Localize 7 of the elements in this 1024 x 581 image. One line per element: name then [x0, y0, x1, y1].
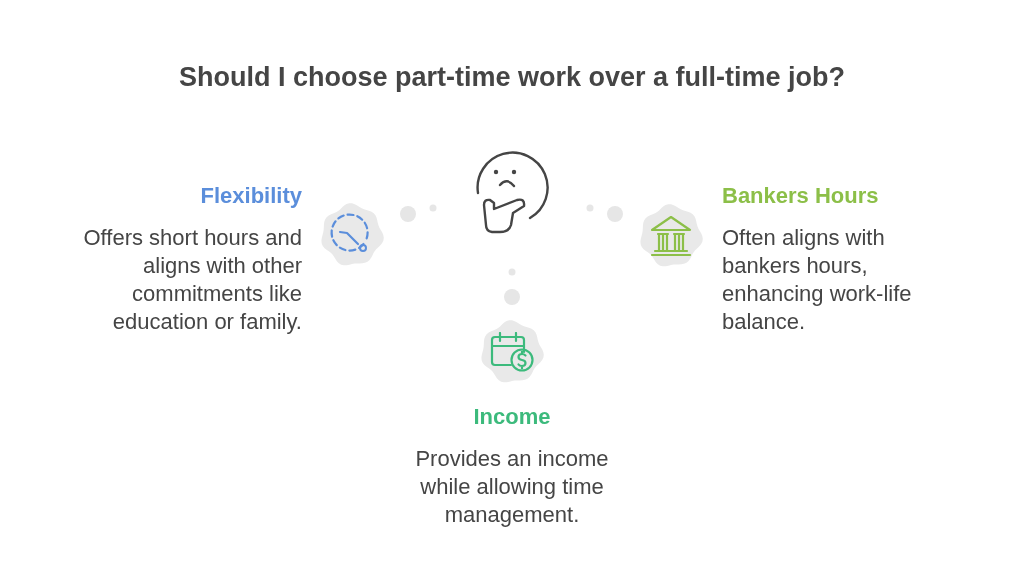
heading: Flexibility — [199, 183, 302, 209]
description-text: Often aligns with bankers hours, enhancing work-life balance. — [722, 224, 913, 336]
description-text: Provides an income while allowing time management. — [414, 445, 610, 529]
heading: Income — [472, 404, 552, 430]
heading: Bankers Hours — [722, 183, 880, 209]
title: Should I choose part-time work over a full-time job? — [177, 62, 847, 93]
description-text: Offers short hours and aligns with other commitments like education or family. — [82, 224, 302, 336]
